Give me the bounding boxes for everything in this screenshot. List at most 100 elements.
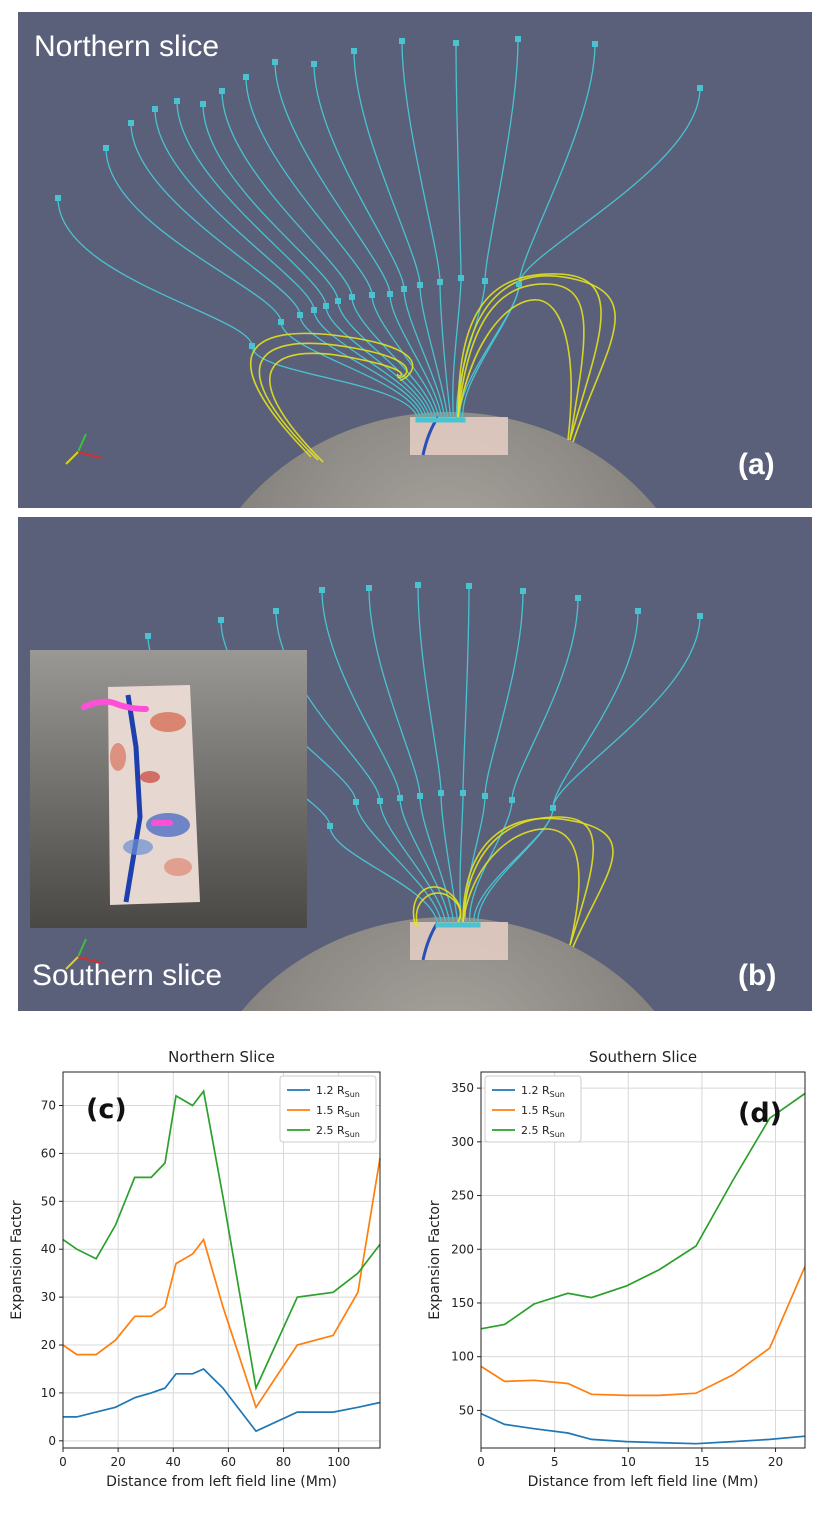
y-tick-label: 150 xyxy=(451,1296,474,1310)
field-line xyxy=(469,597,579,926)
field-line-top-marker xyxy=(55,195,61,201)
y-axis-label: Expansion Factor xyxy=(9,1200,25,1320)
field-line xyxy=(462,87,701,421)
field-line-mid-marker xyxy=(437,279,443,285)
field-line-top-marker xyxy=(200,101,206,107)
x-axis-label: Distance from left field line (Mm) xyxy=(528,1474,759,1490)
field-line-foot-marker xyxy=(421,417,427,423)
field-line-top-marker xyxy=(311,61,317,67)
field-line xyxy=(130,122,425,421)
field-line-foot-marker xyxy=(435,922,441,928)
field-line-mid-marker xyxy=(509,797,515,803)
magnetogram-patch xyxy=(410,417,508,455)
field-line-foot-marker xyxy=(475,922,481,928)
axes-triad-icon xyxy=(65,938,103,970)
x-tick-label: 10 xyxy=(621,1455,636,1469)
field-line xyxy=(313,63,446,421)
sun-surface xyxy=(240,412,656,508)
plot-frame xyxy=(480,1071,806,1449)
field-line-mid-marker xyxy=(482,278,488,284)
y-tick-label: 300 xyxy=(451,1135,474,1149)
field-line-top-marker xyxy=(466,583,472,589)
field-line-top-marker xyxy=(453,40,459,46)
closed-loop xyxy=(457,283,585,441)
field-line-foot-marker xyxy=(430,417,436,423)
x-tick-label: 20 xyxy=(768,1455,783,1469)
closed-loop xyxy=(269,352,403,463)
field-line-top-marker xyxy=(145,633,151,639)
x-tick-label: 20 xyxy=(110,1455,125,1469)
field-line-mid-marker xyxy=(387,291,393,297)
field-line xyxy=(154,108,428,421)
field-line-mid-marker xyxy=(417,793,423,799)
field-line-mid-marker xyxy=(323,303,329,309)
field-line xyxy=(321,589,451,926)
closed-loop xyxy=(250,332,414,458)
field-line-mid-marker xyxy=(377,798,383,804)
field-line-mid-marker xyxy=(311,307,317,313)
panel-a-title: Northern slice xyxy=(34,30,220,63)
field-line xyxy=(459,585,470,926)
closed-loop xyxy=(462,816,595,946)
field-line-foot-marker xyxy=(454,417,460,423)
sun-surface xyxy=(241,917,655,1011)
chart-panel-label: (d) xyxy=(738,1098,782,1129)
field-line-top-marker xyxy=(592,41,598,47)
x-tick-label: 0 xyxy=(477,1455,485,1469)
field-line-foot-marker xyxy=(451,922,457,928)
field-line-foot-marker xyxy=(471,922,477,928)
field-line-mid-marker xyxy=(458,275,464,281)
field-line-foot-marker xyxy=(427,417,433,423)
closed-loop xyxy=(457,273,602,441)
axes-triad-icon xyxy=(65,433,103,465)
field-line-foot-marker xyxy=(457,417,463,423)
closed-loop xyxy=(415,892,462,928)
field-line-foot-marker xyxy=(445,417,451,423)
field-line xyxy=(473,610,639,926)
field-line-top-marker xyxy=(351,48,357,54)
field-line-mid-marker xyxy=(335,298,341,304)
closed-loop xyxy=(258,342,408,461)
y-tick-label: 20 xyxy=(41,1338,56,1352)
y-tick-label: 50 xyxy=(459,1403,474,1417)
field-line xyxy=(274,61,443,421)
field-line-top-marker xyxy=(515,36,521,42)
y-tick-label: 10 xyxy=(41,1386,56,1400)
panel-b-label: (b) xyxy=(738,959,777,992)
x-tick-label: 80 xyxy=(276,1455,291,1469)
series-line-2-5 xyxy=(480,1092,806,1330)
legend-box xyxy=(484,1075,582,1143)
southern-render-scene xyxy=(30,582,703,1011)
closed-field-loops xyxy=(250,273,616,463)
field-line xyxy=(401,40,452,421)
field-line-foot-marker xyxy=(463,922,469,928)
field-line-mid-marker xyxy=(353,799,359,805)
field-line xyxy=(452,42,462,421)
series-line-1-2 xyxy=(480,1412,806,1445)
closed-loop xyxy=(457,299,572,441)
y-tick-label: 250 xyxy=(451,1189,474,1203)
field-line-mid-marker xyxy=(278,319,284,325)
y-tick-label: 60 xyxy=(41,1146,56,1160)
field-line-top-marker xyxy=(218,617,224,623)
y-axis-label: Expansion Factor xyxy=(427,1200,443,1320)
y-tick-label: 100 xyxy=(451,1350,474,1364)
field-line-mid-marker xyxy=(460,790,466,796)
legend-box xyxy=(279,1075,377,1143)
field-line-top-marker xyxy=(319,587,325,593)
closed-loop xyxy=(462,817,614,948)
field-line-foot-marker xyxy=(433,417,439,423)
x-axis-label: Distance from left field line (Mm) xyxy=(106,1474,337,1490)
closed-loop xyxy=(462,828,580,946)
y-tick-label: 350 xyxy=(451,1081,474,1095)
x-tick-label: 5 xyxy=(551,1455,559,1469)
field-line-mid-marker xyxy=(327,823,333,829)
panel-b-title: Southern slice xyxy=(32,959,223,992)
closed-field-loops xyxy=(412,816,614,948)
field-line-top-marker xyxy=(366,585,372,591)
field-line-top-marker xyxy=(273,608,279,614)
field-line-foot-marker xyxy=(460,417,466,423)
